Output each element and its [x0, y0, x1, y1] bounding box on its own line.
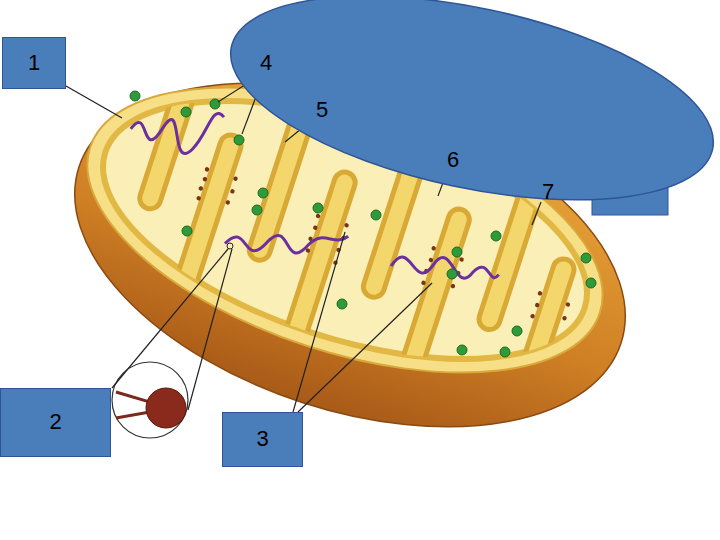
callout-number: 6	[447, 148, 459, 172]
callout-number: 4	[260, 51, 272, 75]
callout-box: 1	[2, 37, 66, 89]
callout-number: 3	[256, 427, 268, 451]
white-mark	[691, 186, 697, 192]
callout-number: 5	[316, 98, 328, 122]
blue-overlay-ellipse	[213, 0, 720, 237]
callout-box: 3	[222, 412, 303, 467]
callout-box: 2	[0, 388, 111, 457]
zoom-circle	[112, 362, 188, 438]
atp-synthase-head	[146, 388, 186, 428]
zoom-marker	[227, 243, 233, 249]
callout-number: 7	[542, 180, 554, 204]
callout-number: 2	[49, 410, 61, 434]
atp-synthase-stalk	[116, 392, 150, 418]
callout-number: 1	[28, 51, 40, 75]
